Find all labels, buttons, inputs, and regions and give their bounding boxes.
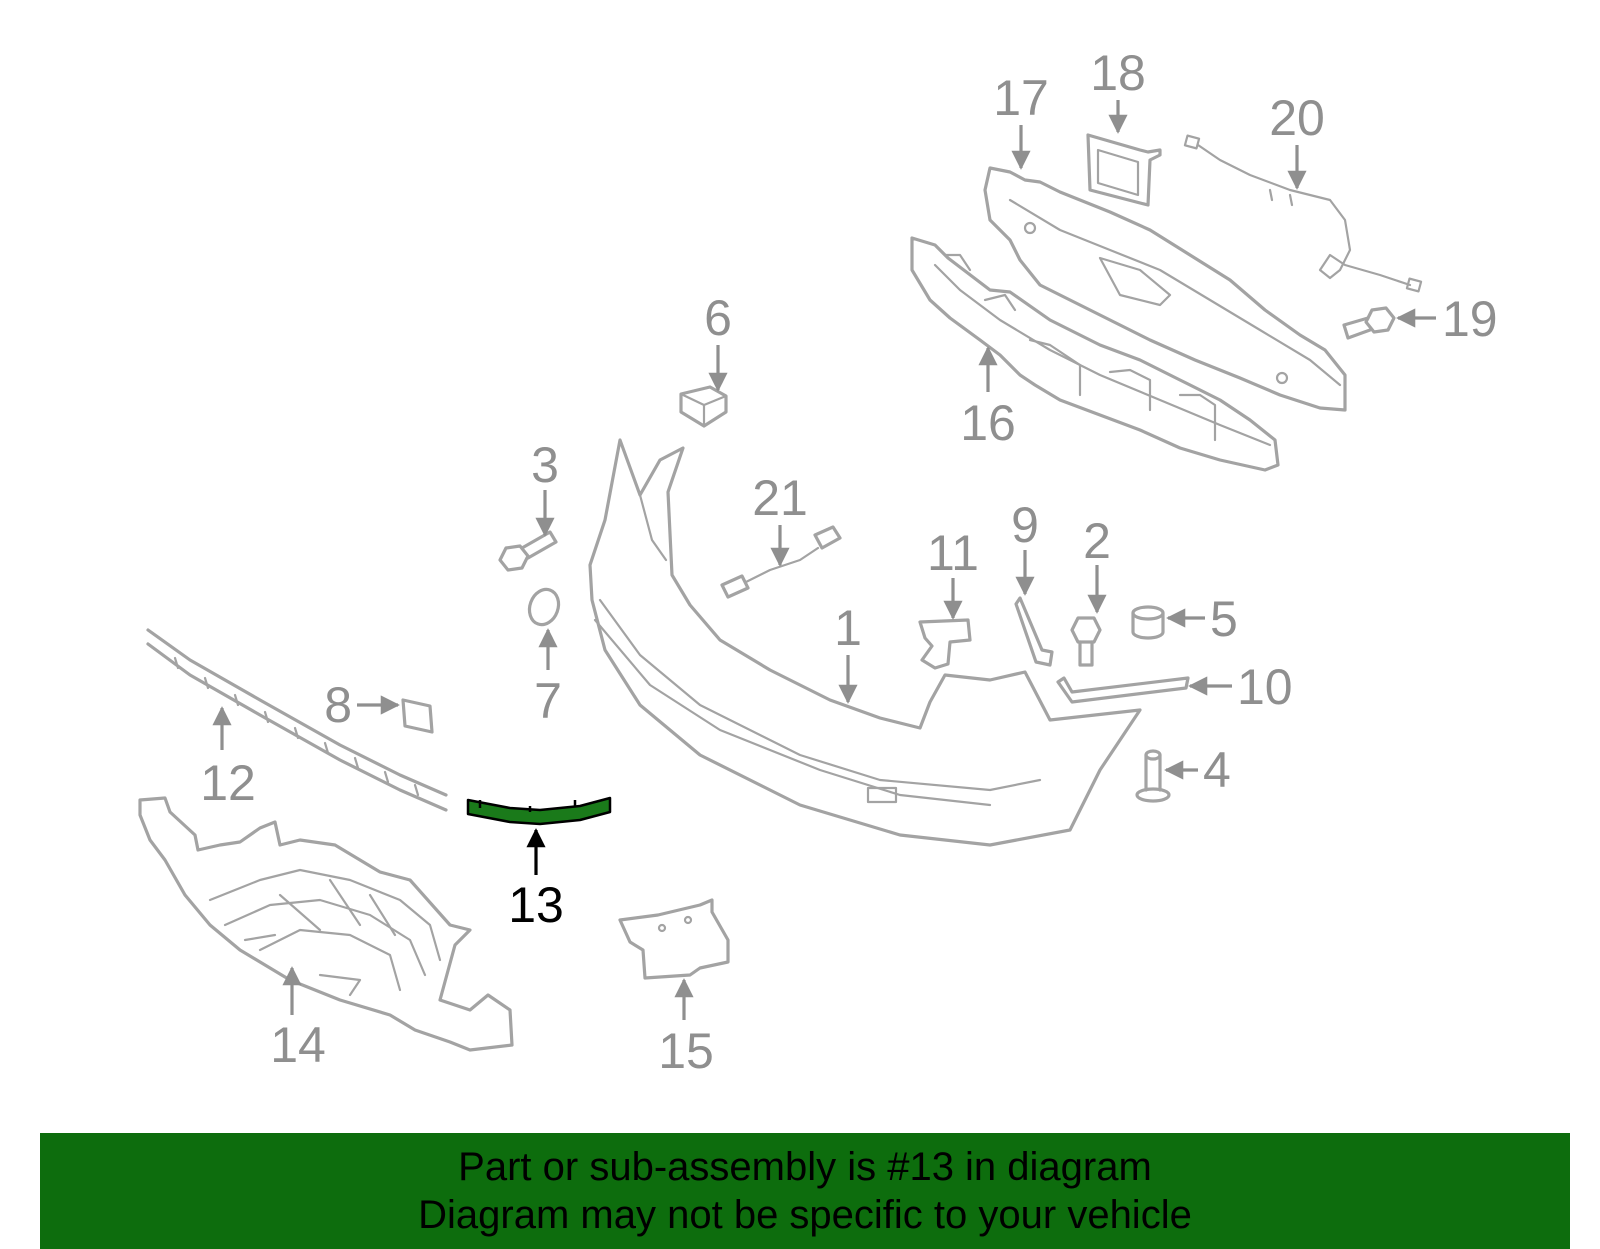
callout-18: 18 [1090, 45, 1146, 101]
part-10-trim[interactable] [1056, 676, 1190, 704]
part-2-bolt[interactable] [1070, 616, 1102, 667]
footer-line-disclaimer: Diagram may not be specific to your vehi… [418, 1193, 1192, 1237]
callout-10: 10 [1237, 659, 1293, 715]
callout-15: 15 [658, 1023, 714, 1079]
part-11-bracket[interactable] [918, 618, 972, 670]
part-5-cap[interactable] [1131, 605, 1165, 640]
part-15-bracket[interactable] [618, 898, 730, 980]
callout-3: 3 [531, 437, 559, 493]
part-8-bracket[interactable] [401, 698, 434, 734]
part-20-wiring-harness[interactable] [1183, 134, 1423, 293]
part-6-clip[interactable] [679, 385, 728, 428]
callout-5: 5 [1210, 591, 1238, 647]
callout-6: 6 [704, 290, 732, 346]
callout-7: 7 [534, 673, 562, 729]
part-12-strip[interactable] [146, 628, 448, 812]
callout-1: 1 [834, 600, 862, 656]
part-3-bolt[interactable] [498, 530, 558, 572]
part-19-bolt[interactable] [1342, 306, 1396, 340]
part-13-highlighted-strip[interactable] [466, 796, 612, 826]
footer-line-part-number: Part or sub-assembly is #13 in diagram [458, 1145, 1152, 1189]
callout-20: 20 [1269, 90, 1325, 146]
part-9-strip[interactable] [1014, 596, 1054, 667]
part-17-reinforcement-beam[interactable] [983, 166, 1347, 412]
callout-4: 4 [1203, 742, 1231, 798]
callout-9: 9 [1011, 497, 1039, 553]
callout-19: 19 [1442, 291, 1498, 347]
part-14-splash-shield[interactable] [138, 796, 514, 1052]
callout-8: 8 [324, 677, 352, 733]
part-1-bumper-cover[interactable] [588, 438, 1142, 847]
callout-14: 14 [270, 1017, 326, 1073]
callout-13: 13 [508, 877, 564, 933]
part-7-grommet[interactable] [525, 585, 564, 628]
callout-12: 12 [200, 755, 256, 811]
part-18-plate[interactable] [1086, 133, 1162, 207]
callout-labels: 1 2 3 4 5 6 7 8 9 10 11 12 13 14 15 16 1… [200, 45, 1497, 1079]
callout-2: 2 [1083, 513, 1111, 569]
callout-16: 16 [960, 395, 1016, 451]
callout-11: 11 [927, 525, 979, 581]
callout-21: 21 [752, 470, 808, 526]
callout-17: 17 [993, 70, 1049, 126]
callout-leaders [212, 100, 1436, 1020]
part-4-pin[interactable] [1135, 749, 1171, 803]
footer-banner: Part or sub-assembly is #13 in diagram D… [40, 1133, 1570, 1249]
